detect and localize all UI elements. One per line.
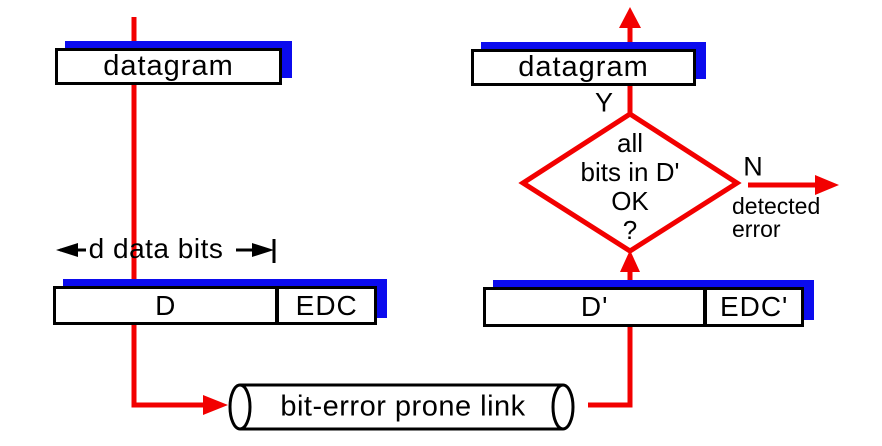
- decision-text-line-1: all: [616, 128, 644, 158]
- link-cylinder-right-cap-icon: [551, 383, 575, 431]
- decision-text-line-2: bits in D': [580, 157, 680, 187]
- decision-text-line-4: ?: [622, 215, 638, 245]
- sender-frame-box: D EDC: [53, 286, 377, 325]
- decision-diamond: [518, 111, 742, 254]
- receiver-edc-field: EDC': [703, 290, 801, 324]
- dimension-right-arrowhead-icon: [252, 243, 274, 257]
- receiver-frame-box: D' EDC': [483, 287, 804, 327]
- receiver-data-field: D': [486, 290, 703, 324]
- detected-error-line-2: error: [732, 216, 781, 242]
- detected-error-label: detected error: [732, 195, 820, 241]
- dimension-left-arrowhead-icon: [56, 243, 78, 257]
- sender-edc-label: EDC: [295, 289, 358, 321]
- sender-edc-field: EDC: [275, 289, 374, 322]
- sender-data-label: D: [155, 289, 177, 321]
- no-branch-label: N: [743, 151, 763, 182]
- yes-branch-label: Y: [594, 87, 614, 118]
- decision-in-up-arrowhead-icon: [620, 250, 640, 272]
- sender-datagram-box: datagram: [55, 48, 282, 85]
- link-cylinder-left-cap-icon: [228, 383, 252, 431]
- receiver-datagram-label: datagram: [518, 51, 649, 83]
- link-cylinder-label: bit-error prone link: [280, 390, 526, 423]
- sender-datagram-label: datagram: [103, 50, 234, 82]
- detected-error-line-1: detected: [732, 193, 821, 219]
- receiver-datagram-box: datagram: [471, 49, 696, 86]
- sender-data-field: D: [56, 289, 275, 322]
- sender-flow-right-arrowhead-icon: [203, 395, 228, 415]
- decision-text-line-3: OK: [611, 186, 649, 216]
- receiver-data-label: D': [580, 291, 609, 322]
- decision-diamond-text: all bits in D' OK ?: [581, 129, 680, 245]
- datagram-up-arrowhead-icon: [619, 7, 641, 28]
- d-data-bits-dimension-label: d data bits: [88, 233, 224, 264]
- no-branch-right-arrowhead-icon: [815, 175, 839, 195]
- receiver-edc-label: EDC': [719, 291, 789, 322]
- sender-flow-line: [131, 17, 204, 408]
